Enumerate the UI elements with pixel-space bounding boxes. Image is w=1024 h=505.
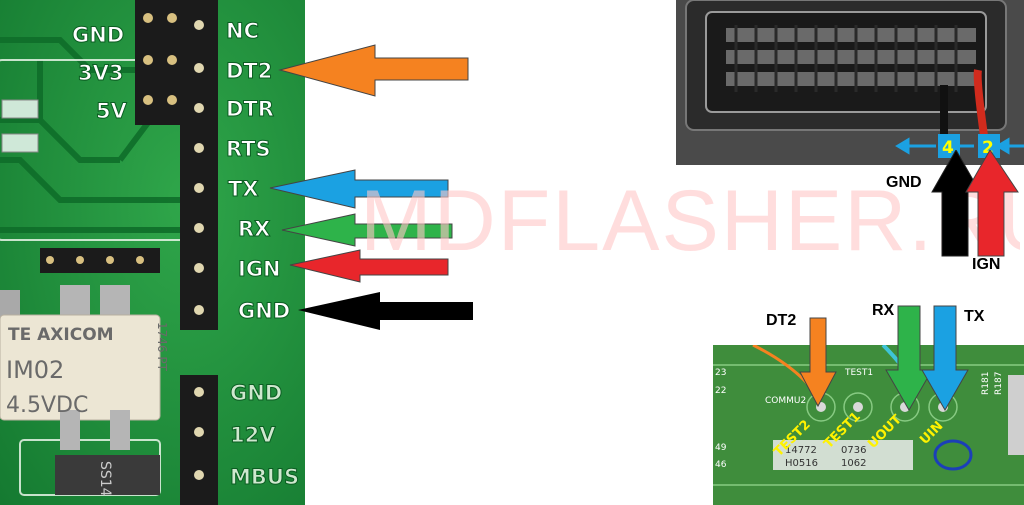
pin-label-nc: NC	[226, 19, 259, 43]
relay-model: IM02	[6, 356, 64, 384]
arrow-connector-ign	[965, 150, 1019, 257]
label-gnd-bottom: GND	[230, 381, 282, 405]
diode-component	[55, 455, 160, 495]
jumper-header	[40, 248, 160, 273]
relay-brand: TE AXICOM	[8, 325, 114, 345]
arrow-connector-gnd	[931, 150, 981, 257]
pin-label-gnd: GND	[238, 299, 290, 323]
chip-code-2: 0736	[841, 445, 866, 456]
silk-23: 23	[715, 368, 726, 378]
relay-voltage: 4.5VDC	[6, 393, 88, 418]
arrow-tx	[269, 169, 449, 209]
led-indicators	[1, 99, 39, 153]
connector-label-ign: IGN	[972, 256, 1001, 273]
label-12v: 12V	[230, 423, 276, 447]
silk-r187: R187	[994, 372, 1004, 395]
silk-22: 22	[715, 386, 726, 396]
diode-label: SS14	[97, 461, 113, 497]
programmer-board-photo	[0, 0, 305, 505]
arrow-ign	[289, 249, 449, 283]
pin-number-4: 4	[942, 138, 954, 158]
label-3v3: 3V3	[78, 61, 123, 85]
pin-header-3	[180, 375, 218, 505]
pcb-label-rx: RX	[872, 302, 895, 319]
silk-r181: R181	[981, 372, 991, 395]
relay-code: 1746 PT	[155, 322, 169, 372]
label-5v: 5V	[96, 99, 128, 123]
arrow-pcb-rx	[885, 305, 933, 412]
pin-header-8	[180, 0, 218, 330]
connector-arrows	[931, 150, 1019, 257]
pin-label-ign: IGN	[238, 257, 281, 281]
pin-label-dt2: DT2	[226, 59, 272, 83]
connector-photo: 4 2	[676, 0, 1024, 165]
arrow-pcb-dt2	[799, 317, 837, 408]
silk-46: 46	[715, 460, 727, 470]
pin-label-rx: RX	[238, 217, 270, 241]
pcb-label-dt2: DT2	[766, 312, 797, 329]
pcb-label-tx: TX	[964, 308, 985, 325]
arrow-gnd	[298, 292, 473, 330]
silk-test1: TEST1	[844, 368, 873, 378]
arrow-pcb-tx	[921, 305, 969, 412]
connector-label-gnd: GND	[886, 174, 922, 191]
pin-label-dtr: DTR	[226, 97, 274, 121]
relay-component	[0, 285, 161, 450]
label-mbus: MBUS	[230, 465, 299, 489]
pin-badge-2	[978, 134, 1000, 158]
pin-label-rts: RTS	[226, 137, 271, 161]
watermark: MDFLASHER.RU	[360, 173, 1020, 269]
chip-code-4: 1062	[841, 458, 866, 469]
pcb-arrows	[799, 305, 969, 412]
silk-49: 49	[715, 443, 727, 453]
arrow-rx	[281, 213, 453, 247]
pcb-testpad-photo: COMMU2 TEST1 23 22 49 46 R181 R187 14772…	[713, 345, 1024, 505]
arrow-dt2	[278, 44, 469, 97]
pin-arrows	[269, 44, 473, 330]
chip-code-3: H0516	[785, 458, 818, 469]
pin-number-2: 2	[982, 138, 994, 158]
chip-code-1: 14772	[785, 445, 817, 456]
power-header	[135, 0, 185, 125]
label-gnd-top: GND	[72, 23, 124, 47]
pin-label-tx: TX	[228, 177, 259, 201]
silk-commu2: COMMU2	[765, 396, 806, 406]
